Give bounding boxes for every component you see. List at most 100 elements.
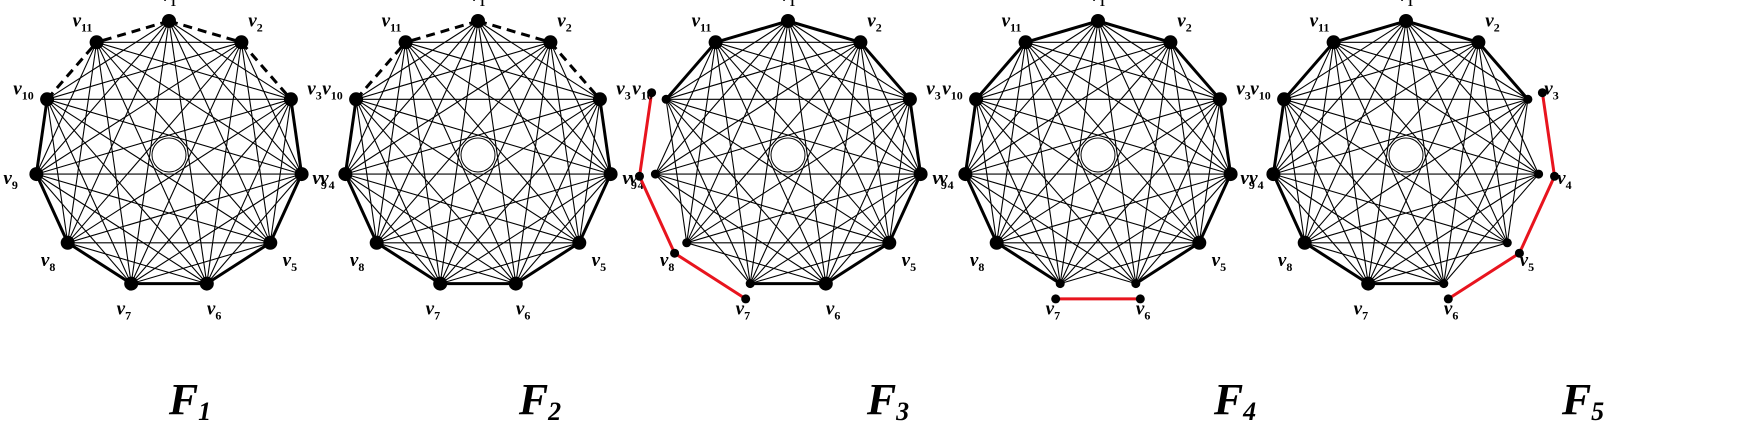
chord-edge xyxy=(686,42,717,243)
vertex-label-index: 8 xyxy=(1286,260,1292,274)
chord-edge xyxy=(975,98,1200,244)
chord-edge xyxy=(787,20,911,100)
chord-edge xyxy=(269,99,292,243)
outer-edge xyxy=(1025,19,1099,44)
chord-edge xyxy=(355,98,517,284)
vertex-label-letter: v xyxy=(1212,250,1221,271)
red-path xyxy=(1447,92,1557,301)
chord-edge xyxy=(345,173,517,285)
outer-edge xyxy=(715,19,789,44)
chord-edge xyxy=(715,41,890,244)
vertex-label-v11: v11 xyxy=(1310,10,1330,34)
chord-edge xyxy=(405,42,517,284)
vertex-label-v10: v10 xyxy=(322,79,342,103)
chord-edge xyxy=(1333,42,1445,284)
chord-edge xyxy=(1198,99,1221,243)
chord-edge xyxy=(859,42,890,243)
chord-edge xyxy=(825,99,911,284)
vertex-label-v5: v5 xyxy=(592,250,606,274)
vertex-label-letter: v xyxy=(350,250,359,271)
vertex-label-index: 3 xyxy=(316,89,322,103)
chord-edge xyxy=(964,42,1027,175)
chord-edge xyxy=(1025,41,1231,175)
vertex-label-v1: v1 xyxy=(781,0,795,9)
outer-edge xyxy=(66,241,133,285)
chord-edge xyxy=(376,41,551,244)
vertex-label-v3: v3 xyxy=(1544,79,1558,103)
vertex-v5 xyxy=(882,235,897,250)
vertex-label-letter: v xyxy=(1544,79,1553,100)
chord-edge xyxy=(859,42,922,175)
vertex-label-index: 7 xyxy=(1054,309,1060,323)
vertex-v2 xyxy=(853,35,868,50)
vertex-label-index: 1 xyxy=(789,0,795,9)
detached-vertex xyxy=(647,88,657,98)
vertex-v4 xyxy=(913,167,928,182)
chord-edge xyxy=(35,173,132,284)
chord-edge xyxy=(439,20,479,284)
outer-edge xyxy=(35,173,70,244)
chord-edge xyxy=(1304,20,1407,244)
chord-edge xyxy=(515,173,612,284)
vertex-label-v3: v3 xyxy=(1236,79,1250,103)
chord-edge xyxy=(715,41,911,100)
vertex-label-letter: v xyxy=(622,168,631,189)
vertex-label-letter: v xyxy=(1236,79,1245,100)
red-path xyxy=(637,92,747,301)
vertex-label-letter: v xyxy=(426,299,435,320)
vertex-label-v4: v4 xyxy=(1249,168,1263,192)
vertex-label-index: 4 xyxy=(638,178,644,192)
vertex-label-index: 10 xyxy=(951,89,963,103)
vertex-label-v6: v6 xyxy=(826,299,840,323)
chord-edge xyxy=(168,20,208,284)
vertex-label-letter: v xyxy=(932,168,941,189)
vertex-label-letter: v xyxy=(926,79,935,100)
vertex-label-index: 2 xyxy=(257,20,263,34)
vertex-v8 xyxy=(60,235,75,250)
vertex-label-index: 4 xyxy=(948,178,954,192)
caption-f3: F3 xyxy=(866,375,910,426)
chord-edge xyxy=(654,42,717,175)
chord-edge xyxy=(686,242,826,285)
chord-edge xyxy=(46,41,242,100)
chord-edge xyxy=(686,20,789,244)
vertex-label-letter: v xyxy=(1240,168,1249,189)
chord-edge xyxy=(686,98,911,244)
vertex-label-index: 1 xyxy=(170,0,176,9)
vertex-label-v11: v11 xyxy=(382,10,402,34)
outer-edge xyxy=(1477,41,1530,101)
vertex-v6 xyxy=(508,276,523,291)
vertex-label-index: 8 xyxy=(668,260,674,274)
vertex-v3 xyxy=(1212,92,1227,107)
chord-edge xyxy=(405,41,580,244)
outer-edge xyxy=(1169,41,1222,101)
chord-edge xyxy=(1059,42,1171,284)
chord-edge xyxy=(345,41,551,175)
vertex-label-index: 11 xyxy=(81,20,92,34)
outer-edge xyxy=(268,173,303,244)
vertex-label-index: 8 xyxy=(978,260,984,274)
vertex-label-index: 1 xyxy=(479,0,485,9)
outer-edge xyxy=(995,241,1062,285)
vertex-label-index: 8 xyxy=(358,260,364,274)
chord-edge xyxy=(46,99,132,284)
vertex-v5 xyxy=(1502,238,1512,248)
chord-edge xyxy=(36,41,242,175)
chord-edge xyxy=(665,98,827,284)
vertex-v9 xyxy=(958,167,973,182)
vertex-label-letter: v xyxy=(1520,250,1529,271)
chord-edge xyxy=(1273,98,1529,175)
chord-edge xyxy=(1283,99,1369,284)
vertex-label-v10: v10 xyxy=(632,79,652,103)
chord-edge xyxy=(168,20,271,244)
outer-edge xyxy=(1272,173,1307,244)
vertex-label-index: 2 xyxy=(876,20,882,34)
vertex-label-v5: v5 xyxy=(1212,250,1226,274)
vertex-v6 xyxy=(1131,279,1141,289)
chord-edge xyxy=(1097,20,1221,100)
chord-edge xyxy=(549,42,580,243)
vertex-v8 xyxy=(1297,235,1312,250)
vertex-label-v9: v9 xyxy=(312,168,326,192)
chord-edge xyxy=(787,20,890,244)
chord-edge xyxy=(665,41,861,100)
